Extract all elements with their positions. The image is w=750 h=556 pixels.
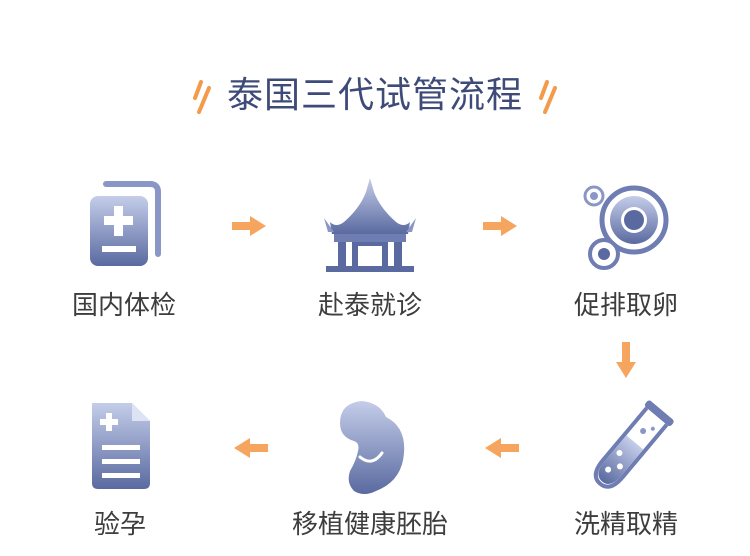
title-right-slash-icon [539,80,557,114]
arrow-right-icon [232,216,266,236]
step-visit-thailand: 赴泰就诊 [270,178,470,324]
step-label: 促排取卵 [573,291,678,321]
arrow-down-icon [616,342,636,378]
diagram-title-row: 泰国三代试管流程 [0,70,750,122]
ovum-cell-icon [583,185,669,270]
step-pregnancy-test: 验孕 [20,397,220,543]
step-embryo-transfer: 移植健康胚胎 [270,397,470,543]
step-label: 国内体检 [71,291,176,321]
arrow-left-icon [234,438,268,458]
uterus-icon [340,401,405,494]
diagram-title: 泰国三代试管流程 [226,75,523,116]
step-ovulation-egg-retrieval: 促排取卵 [526,178,726,324]
test-tube-sperm-icon [593,400,674,489]
thai-temple-icon [324,178,416,272]
step-label: 赴泰就诊 [317,291,422,321]
medical-report-icon [90,181,161,266]
step-domestic-checkup: 国内体检 [24,178,224,324]
step-label: 验孕 [93,510,146,540]
step-sperm-washing: 洗精取精 [526,397,726,543]
title-left-slash-icon [192,80,211,114]
pregnancy-test-document-icon [92,403,150,489]
step-label: 移植健康胚胎 [291,510,448,540]
step-label: 洗精取精 [573,510,678,540]
arrow-left-icon [485,438,519,458]
arrow-right-icon [483,216,517,236]
